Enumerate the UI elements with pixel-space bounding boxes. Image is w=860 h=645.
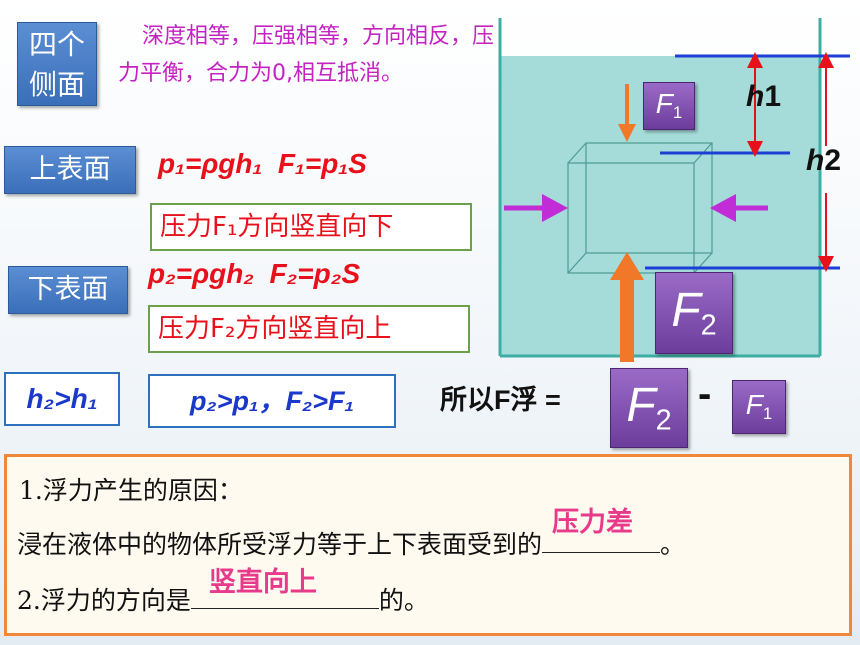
summary-box: 1.浮力产生的原因： 浸在液体中的物体所受浮力等于上下表面受到的 压力差 。 2… bbox=[4, 454, 852, 636]
bottom-direction-text: 压力F₂方向竖直向上 bbox=[158, 314, 392, 344]
formula-top: p₁=ρgh₁ F₁=p₁S bbox=[158, 148, 367, 179]
top-direction-text: 压力F₁方向竖直向下 bbox=[160, 212, 394, 242]
p-compare-box: p₂>p₁，F₂>F₁ bbox=[148, 374, 396, 428]
summary-q2-text: 2.浮力的方向是 bbox=[17, 586, 191, 615]
left-side-arrow-head bbox=[542, 194, 568, 222]
summary-q1-title: 1.浮力产生的原因： bbox=[19, 476, 243, 505]
summary-q1-text: 浸在液体中的物体所受浮力等于上下表面受到的 bbox=[17, 530, 543, 559]
label-bottom-surface: 下表面 bbox=[8, 266, 128, 314]
f2-badge-equation-text: F2 bbox=[626, 379, 672, 437]
label-top-surface: 上表面 bbox=[4, 146, 136, 194]
label-four-sides: 四个侧面 bbox=[17, 22, 97, 106]
summary-q1-end: 。 bbox=[660, 530, 686, 559]
f2-badge-equation: F2 bbox=[610, 368, 688, 448]
h-compare-box: h₂>h₁ bbox=[4, 372, 120, 426]
summary-q1-blank: 压力差 bbox=[542, 507, 661, 553]
summary-q2-answer: 竖直向上 bbox=[208, 567, 317, 598]
top-direction-box: 压力F₁方向竖直向下 bbox=[150, 203, 472, 251]
h2-label: h2 bbox=[806, 144, 842, 177]
summary-q2-end: 的。 bbox=[378, 586, 429, 615]
result-prefix: 所以F浮 = bbox=[440, 385, 561, 415]
f2-badge-diagram: F2 bbox=[655, 272, 733, 354]
bottom-direction-box: 压力F₂方向竖直向上 bbox=[148, 305, 470, 353]
minus-sign: - bbox=[698, 372, 712, 416]
label-four-sides-text: 四个侧面 bbox=[28, 28, 85, 101]
summary-q1-answer: 压力差 bbox=[552, 507, 634, 538]
summary-q2-line: 2.浮力的方向是 竖直向上 的。 bbox=[17, 567, 429, 617]
f2-arrow-head bbox=[610, 252, 644, 280]
h-compare-text: h₂>h₁ bbox=[26, 383, 98, 414]
f2-arrow-shaft bbox=[620, 274, 634, 362]
h1-label: h1 bbox=[746, 80, 782, 113]
f1-badge-equation: F1 bbox=[732, 380, 786, 434]
f2-badge-diagram-text: F2 bbox=[671, 284, 717, 342]
formula-bottom: p₂=ρgh₂ F₂=p₂S bbox=[148, 258, 361, 289]
summary-q1-line: 浸在液体中的物体所受浮力等于上下表面受到的 压力差 。 bbox=[17, 507, 686, 561]
f1-badge-diagram: F1 bbox=[643, 82, 695, 130]
f1-badge-diagram-text: F1 bbox=[655, 88, 683, 123]
f1-badge-equation-text: F1 bbox=[745, 389, 773, 424]
sides-note: 深度相等，压强相等，方向相反，压力平衡，合力为0,相互抵消。 bbox=[118, 24, 495, 86]
f1-arrow-head bbox=[618, 124, 636, 142]
p-compare-text: p₂>p₁，F₂>F₁ bbox=[189, 386, 355, 416]
right-side-arrow-head bbox=[710, 194, 736, 222]
summary-q2-blank: 竖直向上 bbox=[190, 567, 379, 609]
